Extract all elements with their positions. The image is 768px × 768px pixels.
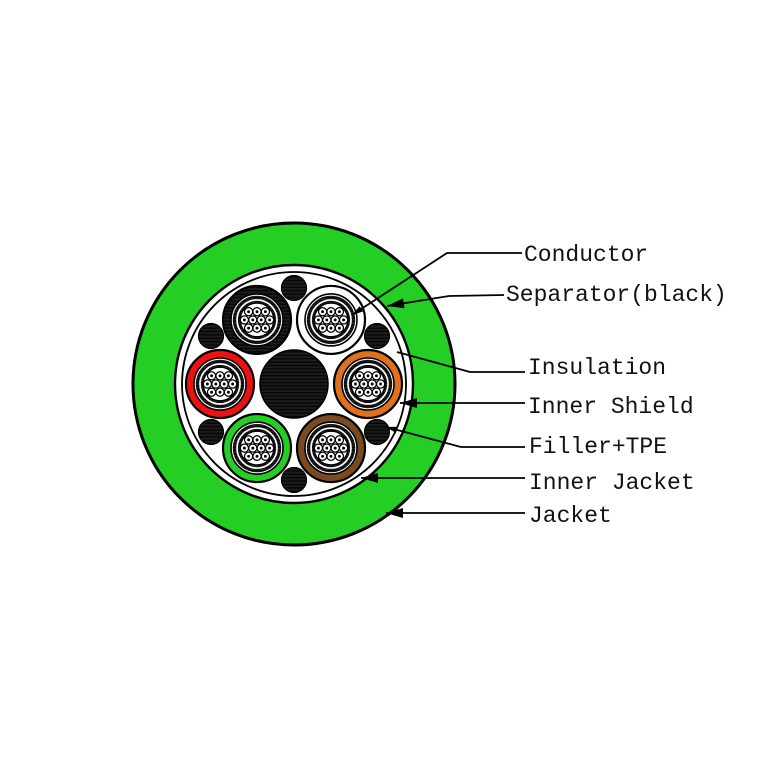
label-insulation: Insulation [528,355,666,381]
center-filler [259,349,329,419]
label-inner-jacket: Inner Jacket [529,470,695,496]
filler-top [280,274,308,302]
leader-line-conductor [351,252,522,316]
leader-line-filler-tpe [385,426,525,448]
leader-line-insulation [396,351,525,373]
labels: Conductor Separator(black) Insulation In… [506,242,727,529]
bundle-black [221,284,293,356]
bundle-brown [295,412,367,484]
small-fillers [197,274,391,494]
filler-upper-left [197,322,225,350]
bundle-orange [332,348,404,420]
conductor-bundles [184,284,404,484]
label-jacket: Jacket [529,503,612,529]
bundle-red [184,348,256,420]
label-separator: Separator(black) [506,282,727,308]
filler-lower-left [197,418,225,446]
bundle-green [221,412,293,484]
bundle-white [295,284,367,356]
leader-lines [351,252,525,518]
label-conductor: Conductor [524,242,648,268]
leader-line-separator [386,294,505,309]
filler-lower-right [363,418,391,446]
label-inner-shield: Inner Shield [528,394,694,420]
filler-bottom [280,466,308,494]
filler-upper-right [363,322,391,350]
label-filler-tpe: Filler+TPE [529,434,667,460]
